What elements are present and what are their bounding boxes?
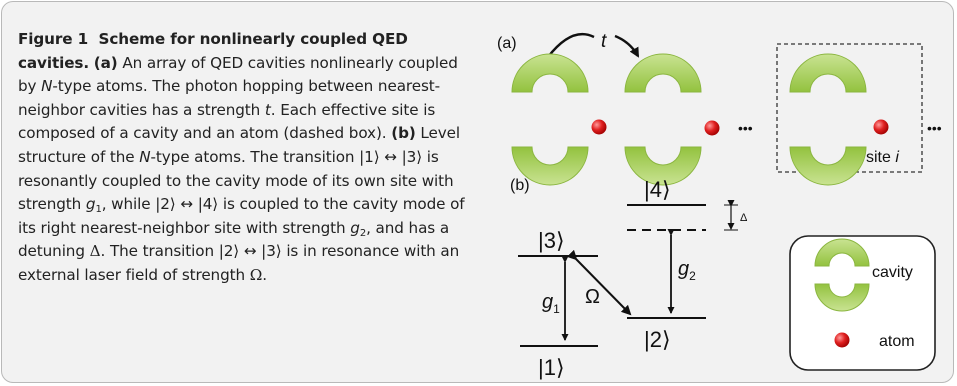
level-4-label: |4⟩ — [644, 177, 671, 202]
hopping-label: t — [601, 31, 607, 52]
legend-cavity-label: cavity — [872, 264, 913, 281]
site-label: site i — [866, 149, 899, 166]
g2-label: g2 — [678, 258, 696, 283]
level-2-label: |2⟩ — [644, 327, 671, 352]
caption-math-n: N — [139, 147, 151, 166]
panel-b-label: (b) — [510, 177, 530, 194]
caption-math-sub: 2 — [359, 227, 367, 239]
level-1-label: |1⟩ — [538, 355, 565, 380]
legend-atom-icon — [834, 332, 850, 348]
caption-text: -type atoms. The photon hopping between … — [18, 77, 440, 119]
caption-math-sub: 1 — [95, 204, 102, 216]
hopping-arrow-right — [614, 34, 640, 58]
panel-a-label: (a) — [497, 35, 517, 52]
caption-title: Scheme for nonlinearly coupled QED cavit… — [18, 30, 408, 72]
g1-label: g1 — [542, 291, 560, 316]
atom-icon — [873, 119, 889, 135]
legend-atom-label: atom — [879, 333, 915, 350]
caption-math-omega: Ω — [249, 265, 263, 284]
omega-arrow — [566, 249, 632, 316]
figure-diagram: (a) t ••• site i ••• (b) |3⟩ |1⟩ |2⟩ |4⟩… — [497, 31, 942, 380]
atom-icon — [704, 120, 720, 136]
hopping-arrow-left — [539, 32, 595, 67]
cavity-icon — [511, 53, 589, 186]
figure-caption: Figure 1 Scheme for nonlinearly coupled … — [18, 28, 468, 288]
caption-part-a-marker: (a) — [93, 53, 118, 72]
legend-cavity-icon — [814, 238, 870, 312]
ellipsis-middle: ••• — [738, 120, 753, 136]
ellipsis-right: ••• — [927, 120, 942, 136]
caption-math-g1: g — [85, 195, 96, 214]
cavity-icon — [624, 53, 702, 186]
caption-text: -type atoms. The transition |1⟩ ↔ |3⟩ is… — [18, 147, 454, 214]
caption-text: An array of QED cavities nonlinearly cou… — [18, 53, 458, 96]
caption-part-b-marker: (b) — [391, 124, 416, 143]
omega-label: Ω — [585, 286, 600, 308]
caption-math-delta: Δ — [89, 242, 101, 261]
caption-text: , while |2⟩ ↔ |4⟩ is coupled to the cavi… — [18, 195, 465, 237]
cavity-icon — [789, 53, 867, 186]
caption-math-n: N — [41, 77, 53, 96]
caption-label: Figure 1 — [18, 30, 89, 48]
atom-icon — [591, 119, 607, 135]
caption-math-t: t — [264, 100, 271, 119]
caption-text: Level structure of the — [18, 124, 461, 166]
caption-text: . The transition |2⟩ ↔ |3⟩ is in resonan… — [18, 242, 460, 284]
caption-math-g2: g — [350, 218, 360, 237]
level-3-label: |3⟩ — [538, 228, 565, 253]
caption-text: , and has a detuning — [18, 218, 450, 261]
caption-text: . — [262, 265, 267, 284]
delta-label: Δ — [740, 212, 748, 224]
caption-text: . Each effective site is composed of a c… — [18, 100, 436, 143]
legend-box — [789, 235, 936, 371]
